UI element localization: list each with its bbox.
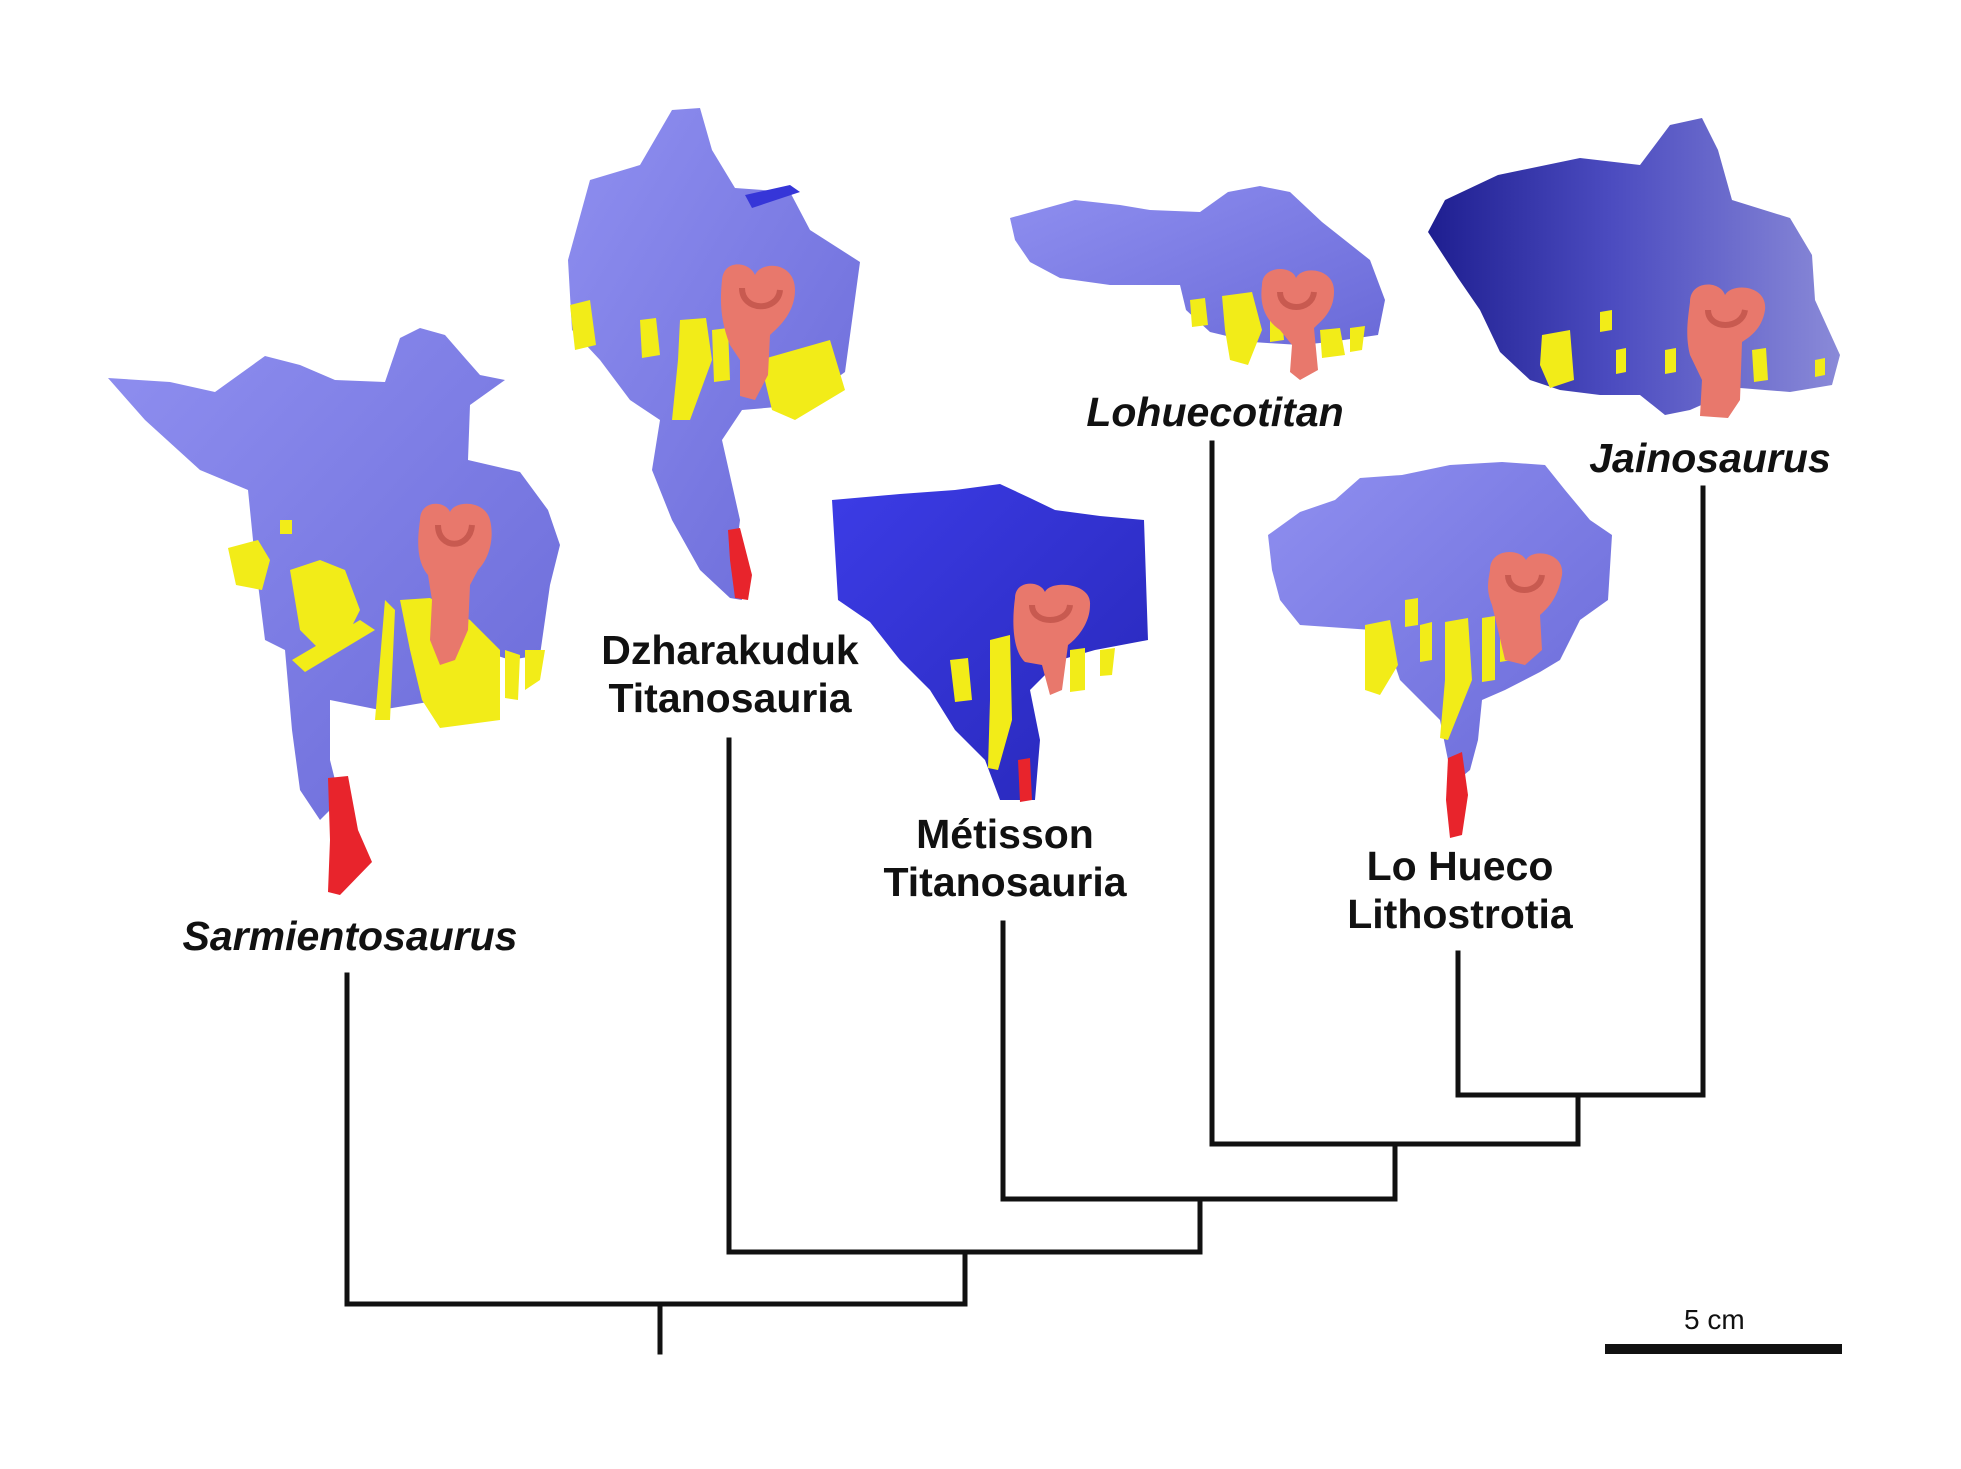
lohuecotitan-nerves: [1190, 292, 1365, 365]
lo-hueco-inner-ear-canal: [1505, 574, 1545, 593]
lo-hueco-braincase-body: [1268, 462, 1612, 780]
dzharakuduk-vessel: [728, 528, 752, 600]
cladogram: [344, 440, 1706, 1355]
label-lo-hueco-line2: Lithostrotia: [1347, 891, 1573, 937]
dzharakuduk-inner-ear-canal: [739, 287, 783, 310]
label-metisson-line2: Titanosauria: [883, 859, 1127, 905]
lo-hueco-nerves: [1365, 598, 1512, 740]
sarmientosaurus-braincase: [108, 328, 560, 895]
label-lo-hueco: Lo Hueco Lithostrotia: [1290, 842, 1630, 938]
label-metisson-line1: Métisson: [916, 811, 1094, 857]
jainosaurus-nerves: [1540, 310, 1825, 388]
sarmientosaurus-inner-ear: [418, 503, 492, 665]
metisson-vessel: [1018, 758, 1032, 802]
dzharakuduk-braincase: [568, 108, 860, 600]
metisson-inner-ear-canal: [1029, 604, 1073, 623]
scale-bar: [1605, 1344, 1842, 1354]
label-sarmientosaurus: Sarmientosaurus: [130, 912, 570, 960]
jainosaurus-braincase: [1428, 118, 1840, 418]
lo-hueco-vessel: [1446, 752, 1468, 838]
label-lo-hueco-line1: Lo Hueco: [1366, 843, 1554, 889]
label-jainosaurus: Jainosaurus: [1530, 434, 1890, 482]
label-jainosaurus-name: Jainosaurus: [1589, 435, 1831, 481]
metisson-nerves: [950, 635, 1115, 770]
label-sarmientosaurus-name: Sarmientosaurus: [182, 913, 518, 959]
metisson-braincase: [832, 484, 1148, 802]
branch-lohuecotitan: [1209, 440, 1581, 1147]
branch-metisson: [1000, 920, 1398, 1202]
sarmientosaurus-nerves: [228, 520, 545, 728]
label-lohuecotitan-name: Lohuecotitan: [1086, 389, 1344, 435]
dzharakuduk-vessel-blue: [745, 185, 800, 208]
branch-sarmientosaurus: [344, 972, 968, 1307]
label-metisson: Métisson Titanosauria: [820, 810, 1190, 906]
label-dzharakuduk-line1: Dzharakuduk: [601, 627, 859, 673]
jainosaurus-inner-ear-canal: [1705, 309, 1748, 328]
lohuecotitan-braincase: [1010, 186, 1385, 380]
dzharakuduk-nerves: [570, 300, 845, 420]
branch-dzharakuduk: [726, 737, 1203, 1255]
lo-hueco-braincase: [1268, 462, 1612, 838]
sarmientosaurus-inner-ear-canal: [435, 524, 475, 547]
label-dzharakuduk: Dzharakuduk Titanosauria: [540, 626, 920, 722]
scale-bar-label: 5 cm: [1684, 1304, 1745, 1335]
jainosaurus-braincase-body: [1428, 118, 1840, 415]
lohuecotitan-inner-ear-canal: [1277, 291, 1317, 310]
label-lohuecotitan: Lohuecotitan: [1030, 388, 1400, 436]
label-dzharakuduk-line2: Titanosauria: [608, 675, 852, 721]
sarmientosaurus-vessel: [328, 776, 372, 895]
